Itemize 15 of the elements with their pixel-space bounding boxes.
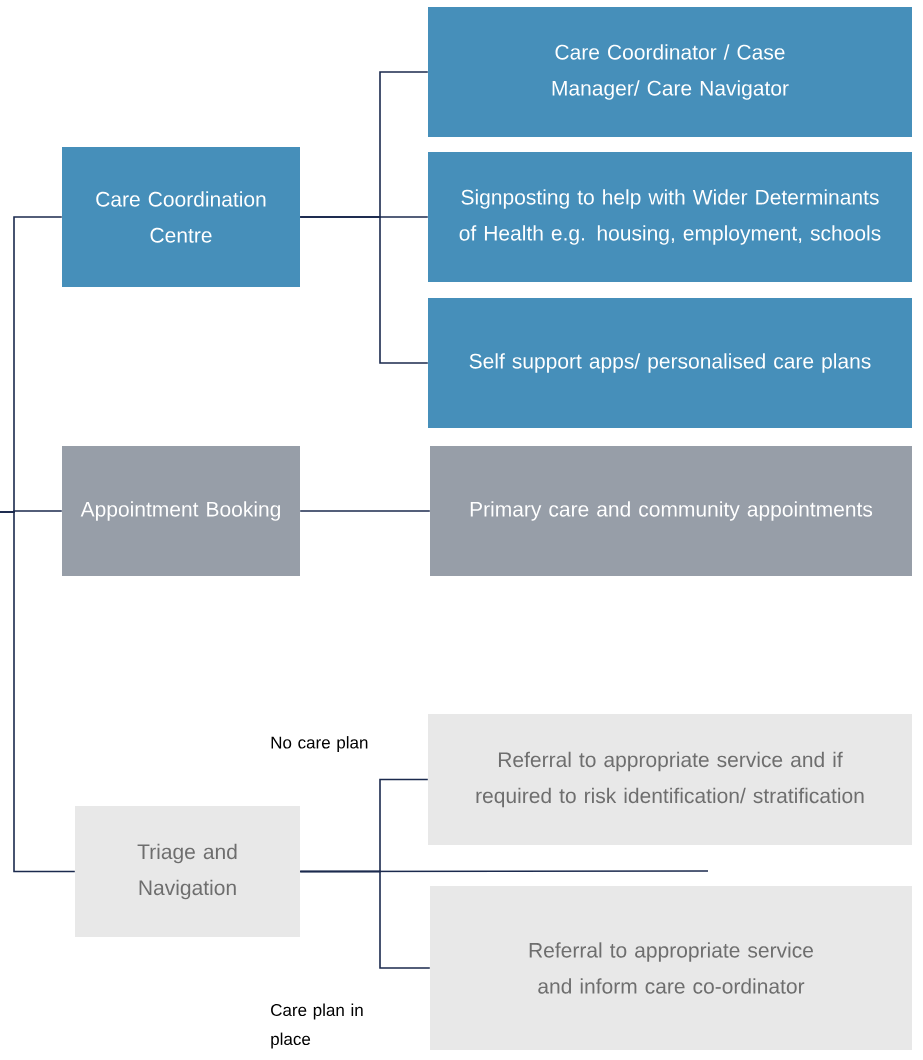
service-box: Care Coordinator / Case Manager/ Care Navigator	[428, 7, 912, 137]
service-box: Referral to appropriate service and inform care co-ordinator	[430, 886, 912, 1050]
connector-line	[299, 510, 431, 512]
category-box: Triage and Navigation	[75, 806, 300, 937]
service-box: Primary care and community appointments	[430, 446, 912, 576]
connector-line	[299, 216, 429, 364]
service-box: Self support apps/ personalised care plans	[428, 298, 912, 428]
category-box: Care Coordination Centre	[62, 147, 300, 287]
branch-label: No care plan	[271, 736, 368, 752]
service-box: Signposting to help with Wider Determinants of Health e.g. housing, employment, schools	[428, 152, 912, 282]
connector-line	[0, 511, 76, 873]
category-box: Appointment Booking	[62, 446, 300, 576]
branch-label: Care plan in place	[271, 1003, 363, 1049]
connector-line	[299, 870, 709, 873]
service-box: Referral to appropriate service and if required to risk identification/ stratification	[428, 714, 912, 845]
